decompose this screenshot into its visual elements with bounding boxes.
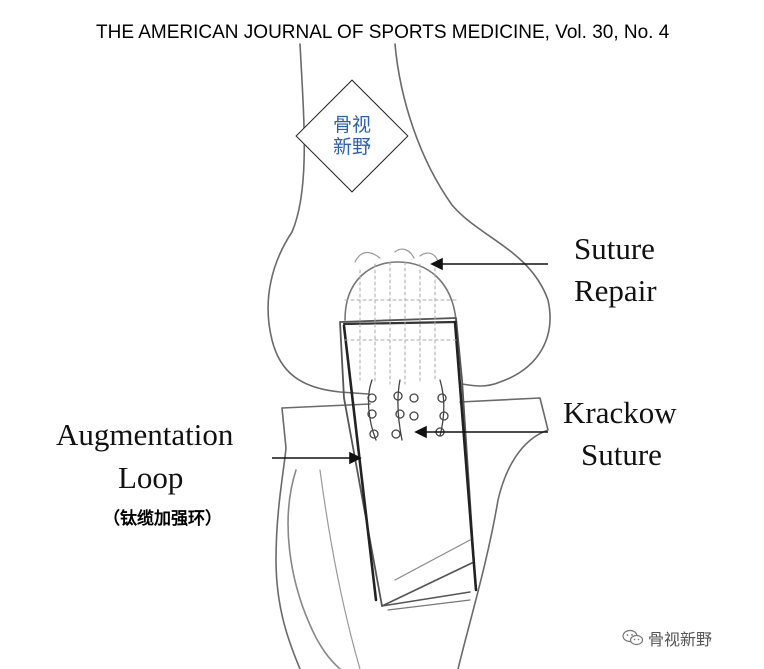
wechat-icon: [622, 629, 644, 646]
augmentation-label-line2: Loop: [118, 460, 184, 495]
augmentation-label-line1: Augmentation: [56, 417, 234, 452]
augmentation-cn-label: （钛缆加强环）: [103, 509, 222, 529]
fibula-outline: [287, 469, 341, 669]
suture-repair-label-line2: Repair: [574, 273, 657, 308]
wechat-footer: 骨视新野: [622, 626, 712, 650]
watermark-line-1: 骨视: [332, 114, 371, 136]
watermark-line-2: 新野: [332, 136, 371, 158]
suture-repair-label-line1: Suture: [574, 231, 655, 266]
krackow-label-line2: Suture: [581, 437, 662, 472]
krackow-stitches: [367, 379, 449, 441]
journal-header: THE AMERICAN JOURNAL OF SPORTS MEDICINE,…: [96, 22, 670, 43]
tibia-outline: [281, 397, 549, 669]
augmentation-loop: [342, 320, 478, 602]
patella: [344, 261, 457, 321]
krackow-label-line1: Krackow: [563, 395, 677, 430]
wechat-account-name: 骨视新野: [648, 630, 713, 649]
